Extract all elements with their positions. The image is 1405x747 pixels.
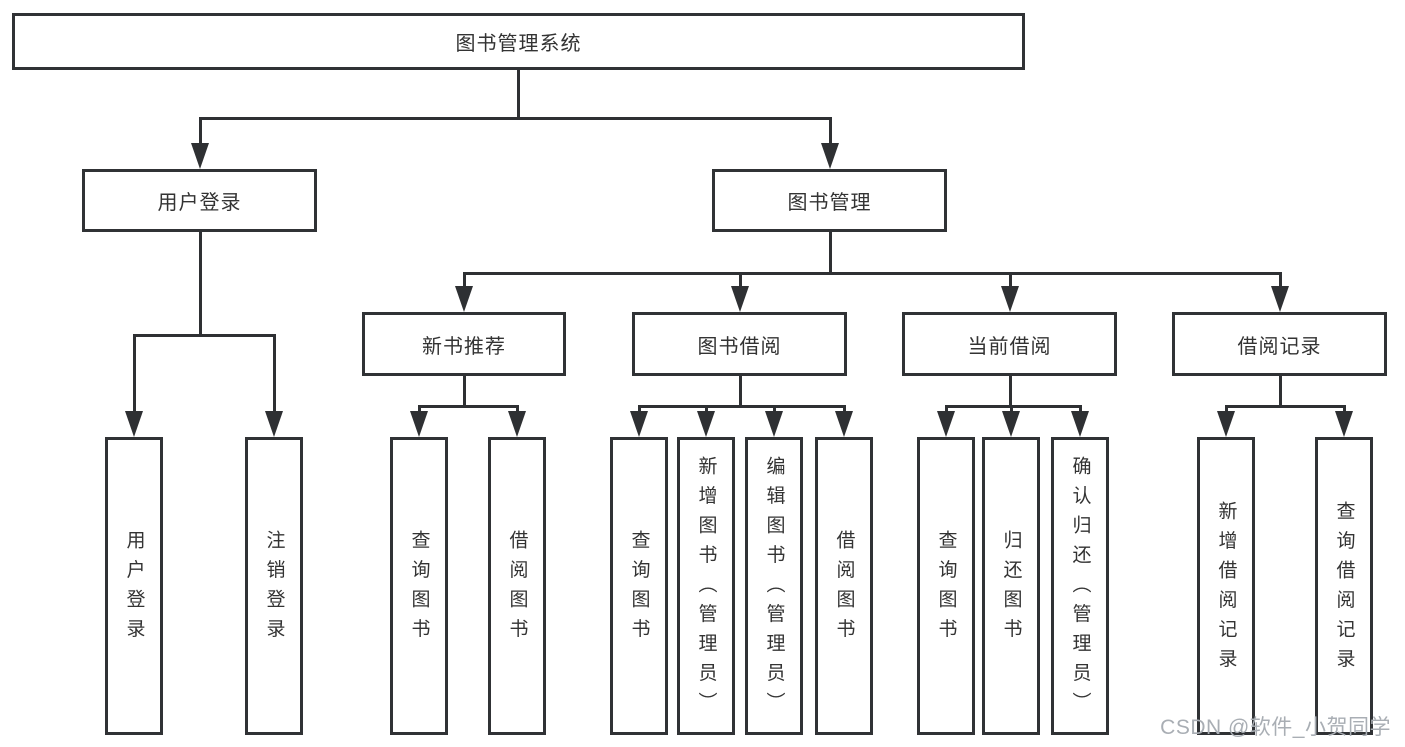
connector-line (515, 406, 519, 415)
diagram-node-bw-add: 新增图书（管理员） (677, 437, 735, 735)
connector-line (462, 273, 466, 290)
arrowhead-down-icon (835, 411, 853, 437)
connector-line (738, 273, 742, 290)
connector-line (1078, 406, 1082, 415)
connector-line (198, 118, 202, 147)
diagram-node-user-login: 用户登录 (105, 437, 163, 735)
connector-line (462, 271, 1282, 275)
diagram-node-bw-edit: 编辑图书（管理员） (745, 437, 803, 735)
connector-line (1009, 406, 1013, 415)
connector-line (462, 376, 466, 408)
diagram-node-newbook: 新书推荐 (362, 312, 566, 376)
arrowhead-down-icon (1217, 411, 1235, 437)
arrowhead-down-icon (697, 411, 715, 437)
connector-line (1224, 404, 1346, 408)
connector-line (637, 404, 846, 408)
connector-line (704, 406, 708, 415)
connector-line (516, 70, 520, 118)
diagram-node-cur-query: 查询图书 (917, 437, 975, 735)
arrowhead-down-icon (630, 411, 648, 437)
diagram-node-current: 当前借阅 (902, 312, 1117, 376)
diagram-node-bw-borrow: 借阅图书 (815, 437, 873, 735)
connector-line (944, 406, 948, 415)
diagram-node-cur-confirm: 确认归还（管理员） (1051, 437, 1109, 735)
connector-line (637, 406, 641, 415)
connector-line (828, 118, 832, 147)
arrowhead-down-icon (508, 411, 526, 437)
arrowhead-down-icon (1071, 411, 1089, 437)
arrowhead-down-icon (455, 286, 473, 312)
diagram-node-login: 用户登录 (82, 169, 317, 232)
arrowhead-down-icon (265, 411, 283, 437)
connector-line (132, 335, 136, 415)
connector-line (772, 406, 776, 415)
diagram-node-root: 图书管理系统 (12, 13, 1025, 70)
arrowhead-down-icon (821, 143, 839, 169)
diagram-node-bw-query: 查询图书 (610, 437, 668, 735)
arrowhead-down-icon (1001, 286, 1019, 312)
arrowhead-down-icon (765, 411, 783, 437)
arrowhead-down-icon (1271, 286, 1289, 312)
diagram-node-rec-query: 查询借阅记录 (1315, 437, 1373, 735)
arrowhead-down-icon (410, 411, 428, 437)
diagram-node-cur-return: 归还图书 (982, 437, 1040, 735)
connector-line (1224, 406, 1228, 415)
connector-line (272, 335, 276, 415)
connector-line (1008, 376, 1012, 408)
arrowhead-down-icon (1002, 411, 1020, 437)
connector-line (738, 376, 742, 408)
connector-line (828, 232, 832, 275)
arrowhead-down-icon (937, 411, 955, 437)
arrowhead-down-icon (191, 143, 209, 169)
diagram-node-nb-query: 查询图书 (390, 437, 448, 735)
connector-line (198, 232, 202, 337)
diagram-node-logout: 注销登录 (245, 437, 303, 735)
connector-line (944, 404, 1082, 408)
diagram-node-records: 借阅记录 (1172, 312, 1387, 376)
arrowhead-down-icon (1335, 411, 1353, 437)
connector-line (417, 406, 421, 415)
connector-line (132, 333, 276, 337)
diagram-node-borrow: 图书借阅 (632, 312, 847, 376)
arrowhead-down-icon (731, 286, 749, 312)
connector-line (842, 406, 846, 415)
connector-line (417, 404, 519, 408)
connector-line (1342, 406, 1346, 415)
connector-line (1008, 273, 1012, 290)
diagram-node-nb-borrow: 借阅图书 (488, 437, 546, 735)
diagram-node-bookmgmt: 图书管理 (712, 169, 947, 232)
csdn-watermark: CSDN @软件_小贺同学 (1160, 716, 1391, 739)
diagram-node-rec-add: 新增借阅记录 (1197, 437, 1255, 735)
arrowhead-down-icon (125, 411, 143, 437)
connector-line (1278, 376, 1282, 408)
connector-line (198, 116, 832, 120)
connector-line (1278, 273, 1282, 290)
